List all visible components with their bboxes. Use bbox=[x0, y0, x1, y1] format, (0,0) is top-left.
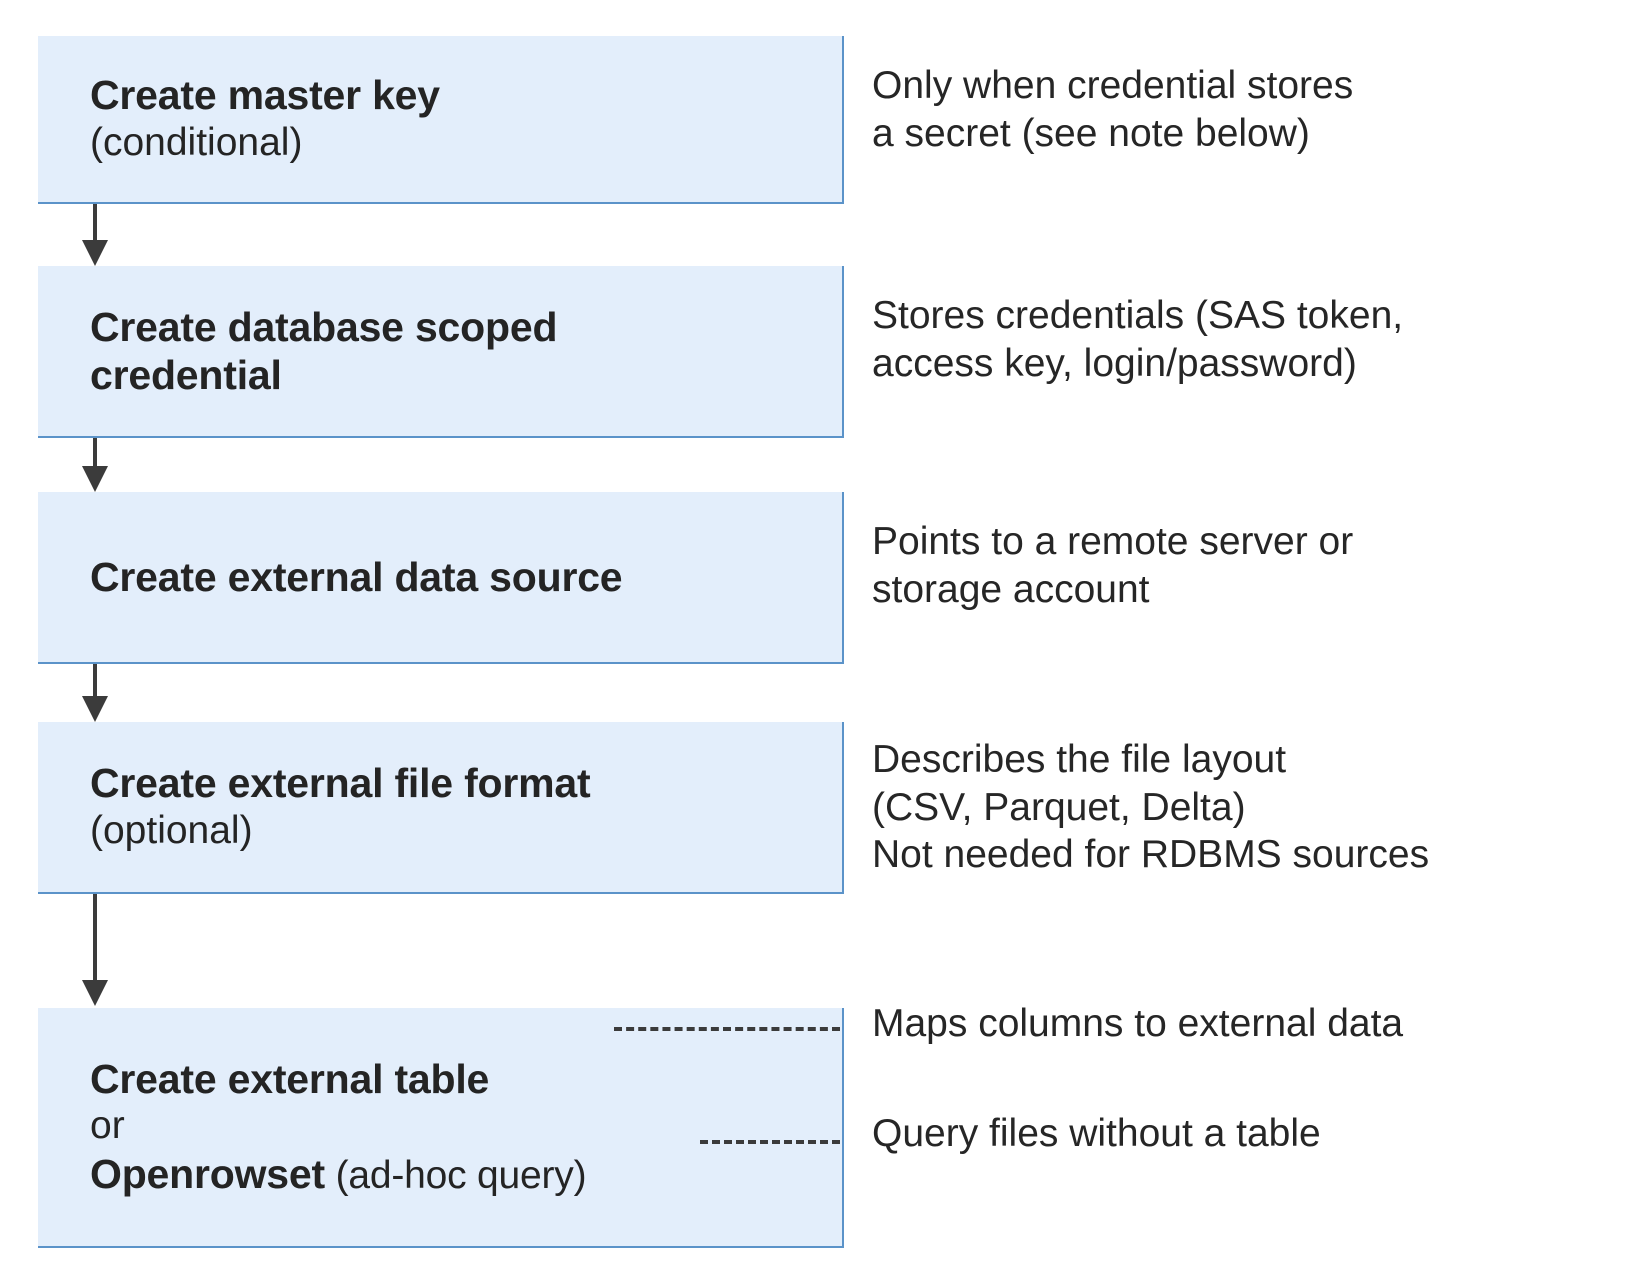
dashed-leader-external-table bbox=[614, 1027, 840, 1031]
step-box-create-external-data-source: Create external data source bbox=[38, 492, 844, 664]
step-note-external-table: Maps columns to external data bbox=[872, 1002, 1404, 1045]
step-title: Create external table bbox=[90, 1055, 490, 1102]
step-note-create-external-data-source: Points to a remote server or storage acc… bbox=[872, 520, 1354, 611]
step-subtitle: (optional) bbox=[90, 808, 253, 852]
arrow-head-icon bbox=[82, 466, 108, 492]
step-title: Create external file format bbox=[90, 760, 591, 807]
connector-arrow-1 bbox=[82, 204, 108, 266]
step-note-openrowset: Query files without a table bbox=[872, 1112, 1321, 1155]
step-box-content: Create database scoped credential bbox=[38, 303, 842, 400]
step-note-create-external-file-format: Describes the file layout (CSV, Parquet,… bbox=[872, 738, 1430, 877]
arrow-stem bbox=[93, 894, 97, 982]
step-box-content: Create external data source bbox=[38, 553, 842, 601]
arrow-head-icon bbox=[82, 980, 108, 1006]
step-note-create-master-key: Only when credential stores a secret (se… bbox=[872, 64, 1354, 155]
arrow-head-icon bbox=[82, 696, 108, 722]
dashed-leader-openrowset bbox=[700, 1140, 840, 1144]
step-title: Create external data source bbox=[90, 553, 623, 600]
step-box-create-external-file-format: Create external file format (optional) bbox=[38, 722, 844, 894]
step-box-content: Create external table or Openrowset (ad-… bbox=[38, 1055, 842, 1200]
step-title: Create master key bbox=[90, 72, 440, 119]
step-subtitle: (conditional) bbox=[90, 120, 303, 164]
step-separator-or: or bbox=[90, 1103, 125, 1147]
connector-arrow-3 bbox=[82, 664, 108, 722]
step-box-content: Create external file format (optional) bbox=[38, 759, 842, 854]
step-note-create-database-scoped-credential: Stores credentials (SAS token, access ke… bbox=[872, 294, 1404, 385]
step-title: Create database scoped credential bbox=[90, 303, 558, 398]
connector-arrow-4 bbox=[82, 894, 108, 1008]
step-alt-suffix: (ad-hoc query) bbox=[324, 1153, 587, 1197]
arrow-stem bbox=[93, 438, 97, 468]
arrow-stem bbox=[93, 664, 97, 698]
connector-arrow-2 bbox=[82, 438, 108, 492]
step-alt-title: Openrowset bbox=[90, 1150, 325, 1197]
step-box-content: Create master key (conditional) bbox=[38, 71, 842, 166]
step-box-create-master-key: Create master key (conditional) bbox=[38, 36, 844, 204]
step-box-create-database-scoped-credential: Create database scoped credential bbox=[38, 266, 844, 438]
arrow-head-icon bbox=[82, 240, 108, 266]
step-box-create-external-table-or-openrowset: Create external table or Openrowset (ad-… bbox=[38, 1008, 844, 1248]
arrow-stem bbox=[93, 204, 97, 242]
step-alt-title-line: Openrowset (ad-hoc query) bbox=[90, 1150, 828, 1200]
